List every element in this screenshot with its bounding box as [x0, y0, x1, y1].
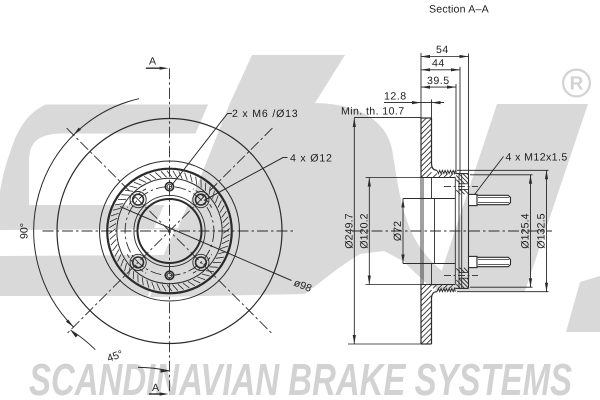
svg-text:2 x M6 /Ø13: 2 x M6 /Ø13	[232, 108, 299, 120]
svg-text:4 x M12x1.5: 4 x M12x1.5	[506, 152, 568, 164]
svg-text:54: 54	[436, 44, 449, 56]
svg-text:Ø132.5: Ø132.5	[536, 213, 548, 248]
svg-text:45°: 45°	[106, 348, 125, 365]
svg-text:Ø125.4: Ø125.4	[520, 213, 532, 248]
svg-text:4 x Ø12: 4 x Ø12	[290, 153, 333, 165]
svg-text:A: A	[152, 382, 160, 394]
svg-text:A: A	[149, 56, 157, 68]
svg-text:12.8: 12.8	[384, 91, 407, 103]
svg-text:39.5: 39.5	[427, 75, 450, 87]
svg-text:44: 44	[432, 58, 445, 70]
svg-text:SCANDINAVIAN BRAKE SYSTEMS: SCANDINAVIAN BRAKE SYSTEMS	[29, 354, 572, 400]
svg-text:Ø120.2: Ø120.2	[358, 213, 370, 248]
svg-text:90°: 90°	[19, 223, 31, 239]
svg-text:R: R	[570, 74, 584, 95]
svg-text:Min. th. 10.7: Min. th. 10.7	[341, 106, 405, 118]
svg-text:Ø249.7: Ø249.7	[343, 213, 355, 248]
svg-text:Section A–A: Section A–A	[429, 4, 490, 16]
svg-text:Ø72: Ø72	[392, 221, 404, 241]
